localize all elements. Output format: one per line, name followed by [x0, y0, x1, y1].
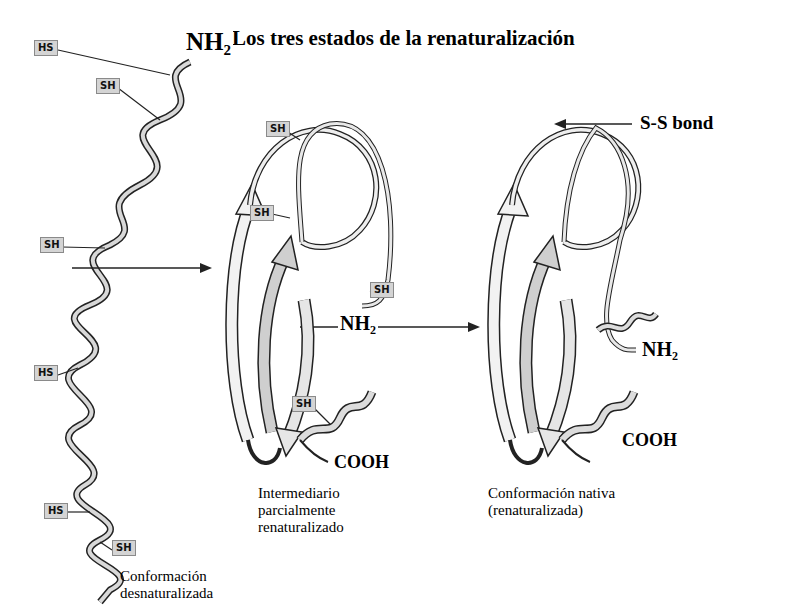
diagram-title: Los tres estados de la renaturalización	[232, 26, 575, 51]
tag-text: SH	[100, 80, 116, 91]
sulfhydryl-tag: SH	[292, 396, 316, 412]
terminus-label: COOH	[332, 452, 391, 473]
tag-text: SH	[254, 207, 270, 218]
sulfhydryl-tag: SH	[40, 237, 64, 253]
terminus-label: NH₂	[640, 338, 680, 361]
tag-text: SH	[374, 284, 390, 295]
tag-text: SH	[296, 398, 312, 409]
terminus-label: NH₂	[184, 28, 233, 56]
sulfhydryl-tag: SH	[112, 540, 136, 556]
tag-text: HS	[38, 42, 54, 53]
tag-text: SH	[270, 123, 286, 134]
sulfhydryl-tag: SH	[266, 121, 290, 137]
bond-label: S-S bond	[638, 112, 715, 134]
caption-label: Intermediario parcialmente renaturalizad…	[258, 485, 362, 536]
caption-label: Conformación desnaturalizada	[120, 568, 238, 602]
sulfhydryl-tag: SH	[96, 78, 120, 94]
tag-text: SH	[44, 239, 60, 250]
caption-label: Conformación nativa (renaturalizada)	[488, 485, 658, 519]
tag-text: SH	[116, 542, 132, 553]
tag-text: HS	[38, 367, 54, 378]
sulfhydryl-tag: HS	[34, 365, 58, 381]
sulfhydryl-tag: HS	[34, 40, 58, 56]
terminus-label: NH₂	[338, 312, 378, 335]
sulfhydryl-tag: SH	[370, 282, 394, 298]
sulfhydryl-tag: SH	[250, 205, 274, 221]
tag-text: HS	[48, 505, 64, 516]
sulfhydryl-tag: HS	[44, 503, 68, 519]
terminus-label: COOH	[620, 430, 679, 451]
